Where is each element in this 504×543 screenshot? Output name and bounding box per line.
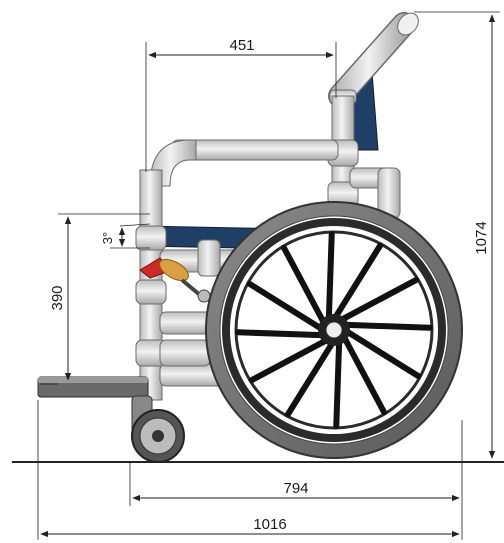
wheel-spoke <box>341 335 387 415</box>
dim-label-794: 794 <box>283 480 308 497</box>
caster-wheel <box>131 395 185 463</box>
dimension-451: 451 <box>145 37 337 172</box>
dim-label-seat-angle: 3° <box>100 232 115 244</box>
wheel-spoke <box>333 340 343 429</box>
dim-label-390: 390 <box>49 285 66 310</box>
footrest <box>37 376 149 398</box>
dim-label-451: 451 <box>229 37 254 54</box>
wheel-spoke <box>344 329 422 380</box>
brake-lever <box>139 257 211 303</box>
wheel-spokes <box>235 231 433 429</box>
dimension-1016: 1016 <box>37 400 463 540</box>
rear-wheel <box>205 201 463 459</box>
wheel-spoke <box>235 329 324 339</box>
dim-label-1016: 1016 <box>253 516 286 533</box>
dimension-390: 390 <box>40 213 150 385</box>
dim-label-1074: 1074 <box>473 221 490 254</box>
wheel-spoke <box>325 231 335 320</box>
push-handle <box>328 12 419 108</box>
wheel-spoke <box>344 321 433 331</box>
wheel-spoke <box>284 340 335 418</box>
wheel-spoke <box>246 280 324 331</box>
wheel-spoke <box>333 242 384 320</box>
wheel-spoke <box>249 337 329 383</box>
wheel-spoke <box>339 277 419 323</box>
dimension-seat-angle: 3° <box>100 223 151 249</box>
dimension-1074: 1074 <box>414 11 500 459</box>
dimension-794: 794 <box>129 420 463 506</box>
wheel-spoke <box>281 245 327 325</box>
armrest <box>149 139 339 187</box>
